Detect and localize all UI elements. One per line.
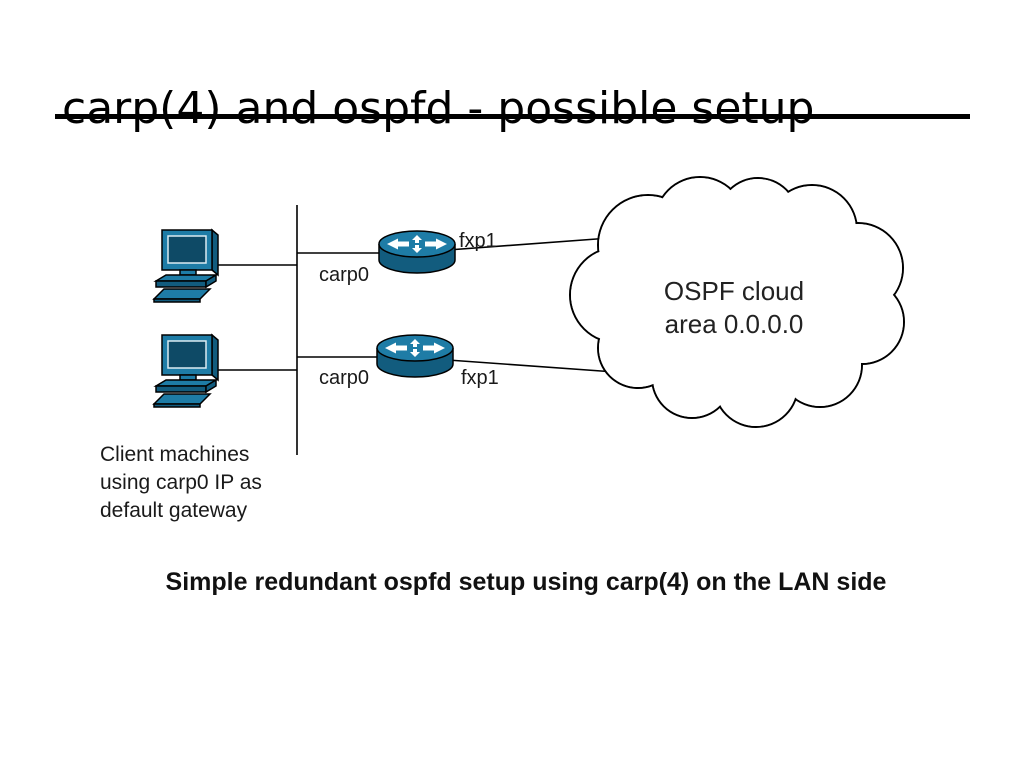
slide-caption: Simple redundant ospfd setup using carp(… — [165, 568, 887, 596]
client-computer-icon-1 — [152, 228, 219, 303]
system-unit-front — [155, 280, 207, 288]
screen — [167, 235, 207, 264]
link-router1-cloud — [447, 237, 611, 251]
router-icon-2 — [376, 334, 454, 378]
router-arrow-up — [412, 235, 422, 243]
router-top — [376, 334, 454, 362]
cloud-interior — [571, 178, 903, 426]
cloud-label-line1: OSPF cloud — [664, 276, 804, 306]
client-note-line1: Client machines — [100, 443, 250, 466]
system-unit-side — [205, 273, 217, 289]
client-note-line3: default gateway — [100, 499, 248, 522]
fxp1-label-router2: fxp1 — [461, 367, 499, 389]
monitor-side — [211, 333, 219, 382]
page-title: carp(4) and ospfd - possible setup — [62, 83, 815, 135]
router-arrow-left — [387, 238, 409, 250]
router-icon-1 — [378, 230, 456, 274]
router-arrow-down — [412, 245, 422, 253]
keyboard — [152, 393, 212, 405]
router-arrow-up — [410, 339, 420, 347]
system-unit-front — [155, 385, 207, 393]
router-top — [378, 230, 456, 258]
router-arrow-right — [423, 342, 445, 354]
cloud-label-line2: area 0.0.0.0 — [665, 309, 804, 339]
client-note: Client machines using carp0 IP as defaul… — [100, 441, 262, 525]
router-arrow-left — [385, 342, 407, 354]
link-router2-cloud — [447, 359, 616, 373]
title-underline — [55, 114, 970, 119]
client-note-line2: using carp0 IP as — [100, 471, 262, 494]
keyboard — [152, 288, 212, 300]
carp0-label-router1: carp0 — [319, 264, 369, 286]
router-arrow-down — [410, 349, 420, 357]
router-arrow-right — [425, 238, 447, 250]
screen — [167, 340, 207, 369]
ospf-cloud: OSPF cloud area 0.0.0.0 — [569, 176, 905, 428]
system-unit-side — [205, 378, 217, 394]
client-computer-icon-2 — [152, 333, 219, 408]
keyboard-front — [153, 298, 201, 303]
fxp1-label-router1: fxp1 — [459, 230, 497, 252]
monitor-side — [211, 228, 219, 277]
keyboard-front — [153, 403, 201, 408]
carp0-label-router2: carp0 — [319, 367, 369, 389]
